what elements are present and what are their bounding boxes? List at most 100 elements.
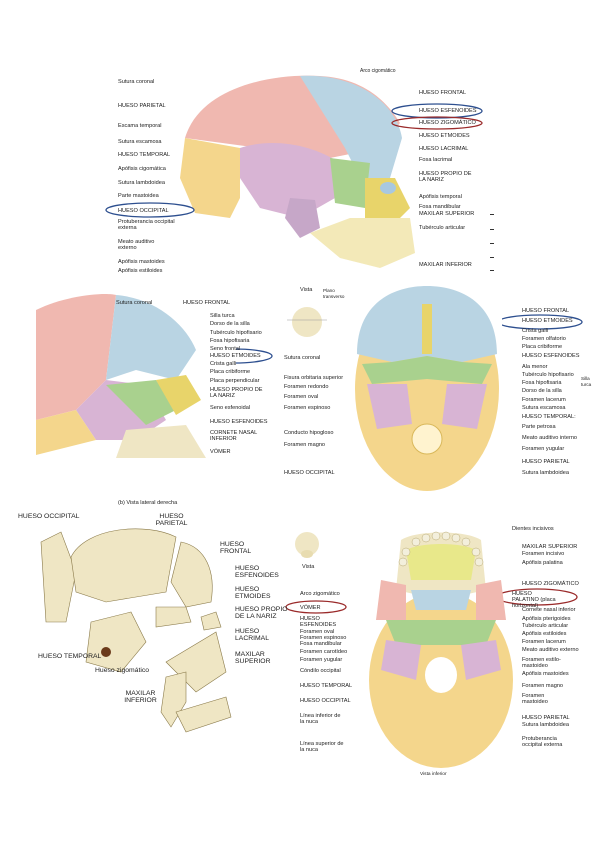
p4-label-hueso-propio-nariz: HUESO PROPIO DE LA NARIZ [235,606,288,621]
p1-dash [490,257,494,258]
p1-label-hueso-zigomatico: HUESO ZIGOMÁTICO [419,120,476,126]
p4-label-hueso-etmoides: HUESO ETMOIDES [235,586,271,601]
inferior-skull-illustration [369,531,513,768]
p1-label-hueso-parietal: HUESO PARIETAL [118,103,166,109]
p4-label-hueso-parietal: HUESO PARIETAL [155,513,188,528]
p2-label-hueso-propio-nariz: HUESO PROPIO DE LA NARIZ [210,387,263,399]
p5-label-apofisis-mastoides: Apófisis mastoides [522,671,569,677]
p2-label-fosa-hipofisaria: Fosa hipofisaria [210,338,250,344]
p3-label-placa-cribiforme: Placa cribiforme [522,344,563,350]
p1-label-hueso-temporal: HUESO TEMPORAL [118,152,171,158]
p1-label-hueso-frontal: HUESO FRONTAL [419,90,467,96]
p2-label-tuberculo-hipofisario: Tubérculo hipofisario [210,330,262,336]
p3-label-sutura-escamosa: Sutura escamosa [522,405,566,411]
p3-label-meato-interno: Meato auditivo interno [522,435,578,441]
p2-label-sutura-coronal: Sutura coronal [116,300,153,306]
p1-label-hueso-esfenoides: HUESO ESFENOIDES [419,108,477,114]
p3-label-sutura-lambdoidea: Sutura lambdoidea [522,470,569,476]
p2-label-vomer: VÓMER [210,449,231,455]
p3-label-foramen-redondo: Foramen redondo [284,384,329,390]
exploded-skull-illustration [40,528,232,733]
p2-label-hueso-etmoides: HUESO ETMOIDES [210,353,261,359]
p2-label-dorso-silla: Dorso de la silla [210,321,250,327]
p3-label-hueso-parietal: HUESO PARIETAL [522,459,570,465]
p3-label-foramen-lacerum: Foramen lacerum [522,397,566,403]
p4-label-hueso-temporal: HUESO TEMPORAL [38,653,102,660]
p3-label-vista: Vista [300,287,313,293]
p2-label-silla-turca: Silla turca [210,313,235,319]
p3-label-sutura-coronal: Sutura coronal [284,355,321,361]
p5-label-foramen-yugular: Foramen yugular [300,657,343,663]
p1-label-maxilar-superior: MAXILAR SUPERIOR [419,211,475,217]
p1-label-hueso-occipital: HUESO OCCIPITAL [118,208,169,214]
p4-label-hueso-zigomatico: Hueso zigomático [95,667,150,674]
p5-label-apofisis-palatina: Apófisis palatina [522,560,563,566]
p5-label-maxilar-superior: MAXILAR SUPERIOR [522,544,578,550]
p1-label-fosa-mandibular: Fosa mandibular [419,204,461,210]
p3-label-fisura-orbitaria: Fisura orbitaria superior [284,375,344,381]
p1-dash [490,229,494,230]
p5-label-dientes-incisivos: Dientes incisivos [512,526,554,532]
p5-label-foramen-carotideo: Foramen carotídeo [300,649,348,655]
p3-label-hueso-frontal: HUESO FRONTAL [522,308,570,314]
p5-label-linea-inferior: Línea inferior de la nuca [300,713,341,725]
p5-label-sutura-lambdoidea: Sutura lambdoidea [522,722,569,728]
p4-title: (b) Vista lateral derecha [118,500,178,506]
p1-label-tuberculo-articular: Tubérculo articular [419,225,466,231]
p5-label-hueso-esfenoides: HUESO ESFENOIDES [300,616,337,628]
p5-label-protuberancia: Protuberancia occipital externa [522,736,563,748]
p1-label-hueso-lacrimal: HUESO LACRIMAL [419,146,469,152]
p1-label-parte-mastoidea: Parte mastoidea [118,193,159,199]
p2-label-crista-galli: Crista galli [210,361,237,367]
p1-label-escama-temporal: Escama temporal [118,123,162,129]
mini-skull-icon-top [287,300,327,340]
p1-label-fosa-lacrimal: Fosa lacrimal [419,157,453,163]
p1-label-apofisis-mastoides: Apófisis mastoides [118,259,165,265]
p3-label-hueso-esfenoides: HUESO ESFENOIDES [522,353,580,359]
label-arco-cigomatico: Arco cigomático [360,68,396,74]
p3-label-parte-petrosa: Parte petrosa [522,424,556,430]
p3-label-foramen-oval: Foramen oval [284,394,319,400]
p5-label-condilo-occipital: Cóndilo occipital [300,668,341,674]
p3-label-foramen-espinoso: Foramen espinoso [284,405,331,411]
lateral-skull-illustration [180,75,415,268]
p3-label-plano-transverso: Plano transverso [323,288,345,299]
p5-label-hueso-occipital: HUESO OCCIPITAL [300,698,351,704]
p4-label-maxilar-inferior: MAXILAR INFERIOR [124,690,157,705]
p3-label-silla-turca: Silla turca [581,376,592,387]
p4-label-maxilar-superior: MAXILAR SUPERIOR [235,651,271,666]
p3-label-fosa-hipofisaria: Fosa hipofisaria [522,380,562,386]
panel-inferior-skull [366,530,516,770]
p2-label-cornete-nasal: CORNETE NASAL INFERIOR [210,430,258,442]
p3-label-dorso-silla: Dorso de la silla [522,388,562,394]
p2-label-placa-cribiforme: Placa cribiforme [210,369,251,375]
p1-label-apofisis-estiloides: Apófisis estiloides [118,268,163,274]
panel-exploded-skull [36,512,236,737]
cranial-floor-illustration [355,286,499,491]
p3-label-hueso-etmoides: HUESO ETMOIDES [522,318,573,324]
p1-dash [490,270,494,271]
panel-sagittal-skull [36,290,236,458]
p5-label-hueso-palatino: HUESO PALATINO (placa horizontal) [512,591,556,609]
p5-label-foramen-incisivo: Foramen incisivo [522,551,565,557]
panel-lateral-skull: Arco cigomático [110,68,490,278]
panel-cranial-floor [352,284,502,494]
p5-label-hueso-zigomatico: HUESO ZIGOMÁTICO [522,581,579,587]
p1-label-apofisis-temporal: Apófisis temporal [419,194,462,200]
p5-label-foramen-oval: Foramen oval [300,629,335,635]
p5-label-foramen-lacerum: Foramen lacerum [522,639,566,645]
p4-label-hueso-esfenoides: HUESO ESFENOIDES [235,565,279,580]
p5-label-apofisis-pterigoides: Apófisis pterigoides [522,616,571,622]
sagittal-skull-illustration [36,293,206,458]
p5-label-arco-zigomatico: Arco zigomático [300,591,340,597]
p1-label-maxilar-inferior: MAXILAR INFERIOR [419,262,472,268]
p5-label-hueso-parietal: HUESO PARIETAL [522,715,570,721]
p1-dash [490,243,494,244]
p1-label-apofisis-cigomatica: Apófisis cigomática [118,166,166,172]
p2-label-seno-esfenoidal: Seno esfenoidal [210,405,251,411]
p5-label-vista-inferior: Vista inferior [420,772,447,777]
p4-label-hueso-frontal: HUESO FRONTAL [220,541,252,556]
p3-label-foramen-yugular: Foramen yugular [522,446,565,452]
p5-label-vista: Vista [302,564,315,570]
p3-label-hueso-temporal: HUESO TEMPORAL: [522,414,576,420]
